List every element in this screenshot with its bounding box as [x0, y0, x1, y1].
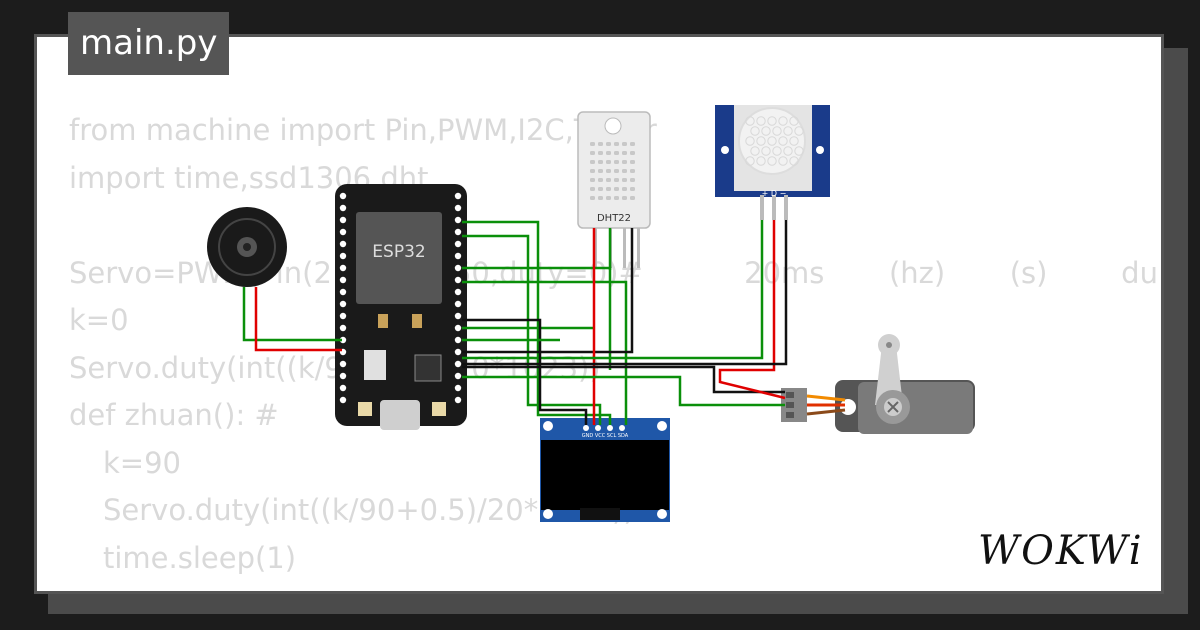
code-line: k=0: [69, 303, 129, 337]
buzzer[interactable]: [207, 207, 287, 287]
file-tab[interactable]: main.py: [68, 12, 230, 75]
code-line: k=90: [103, 445, 181, 480]
pir-pin-labels: + D −: [762, 189, 787, 198]
code-line: time.sleep(1): [103, 540, 297, 575]
wires: [242, 220, 788, 425]
servo-motor[interactable]: [781, 334, 991, 434]
esp32-label: ESP32: [372, 242, 425, 262]
dht22-label: DHT22: [597, 213, 631, 224]
code-line: k=0: [69, 582, 1139, 591]
dht22-sensor[interactable]: [577, 111, 651, 268]
wokwi-logo: WOKWi: [978, 528, 1144, 574]
oled-header-pins: [583, 425, 625, 431]
pir-sensor[interactable]: [715, 105, 830, 220]
oled-pin-labels: GND VCC SCL SDA: [582, 433, 629, 439]
code-line: from machine import Pin,PWM,I2C,Timer: [69, 113, 657, 147]
code-line: def zhuan(): #: [69, 398, 279, 432]
oled-display[interactable]: [540, 418, 670, 522]
esp32-board[interactable]: [335, 184, 467, 430]
